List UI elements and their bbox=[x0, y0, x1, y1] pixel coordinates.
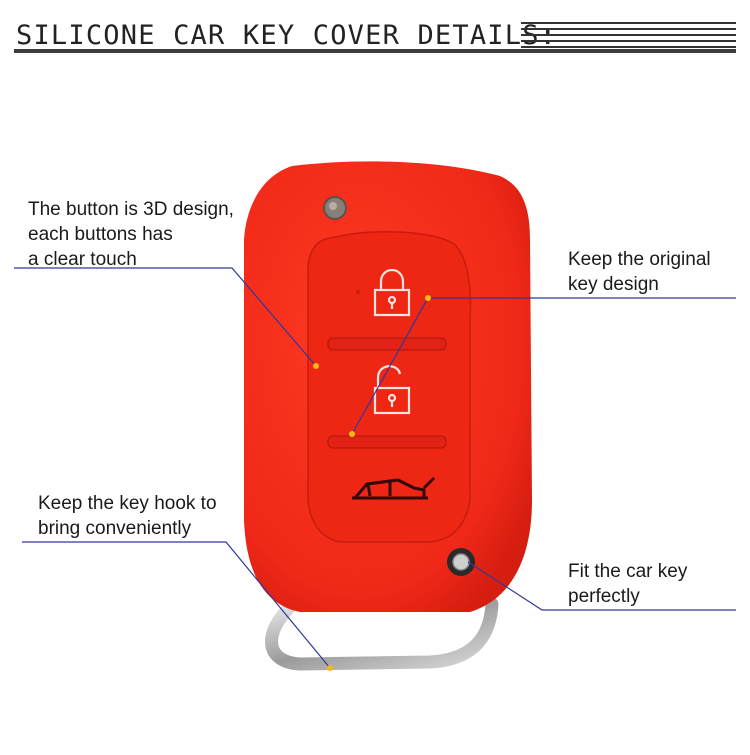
header-stripes bbox=[521, 22, 736, 50]
unlock-icon bbox=[373, 365, 411, 415]
callout-button-3d: The button is 3D design, each buttons ha… bbox=[28, 199, 234, 270]
car-trunk-icon bbox=[352, 476, 436, 500]
callout-original-design: Keep the original key design bbox=[568, 249, 711, 295]
callout-dots bbox=[313, 295, 431, 671]
section-header: SILICONE CAR KEY COVER DETAILS: bbox=[14, 8, 736, 54]
lock-icon bbox=[373, 268, 411, 317]
callout-fit-key: Fit the car key perfectly bbox=[568, 561, 688, 607]
button-divider-bottom bbox=[327, 435, 447, 449]
header-underline bbox=[14, 49, 736, 53]
key-hook bbox=[265, 591, 499, 671]
page-title: SILICONE CAR KEY COVER DETAILS: bbox=[16, 20, 558, 51]
button-panel bbox=[307, 231, 472, 543]
button-divider-top bbox=[327, 337, 447, 351]
callout-key-hook: Keep the key hook to bring conveniently bbox=[38, 493, 217, 539]
